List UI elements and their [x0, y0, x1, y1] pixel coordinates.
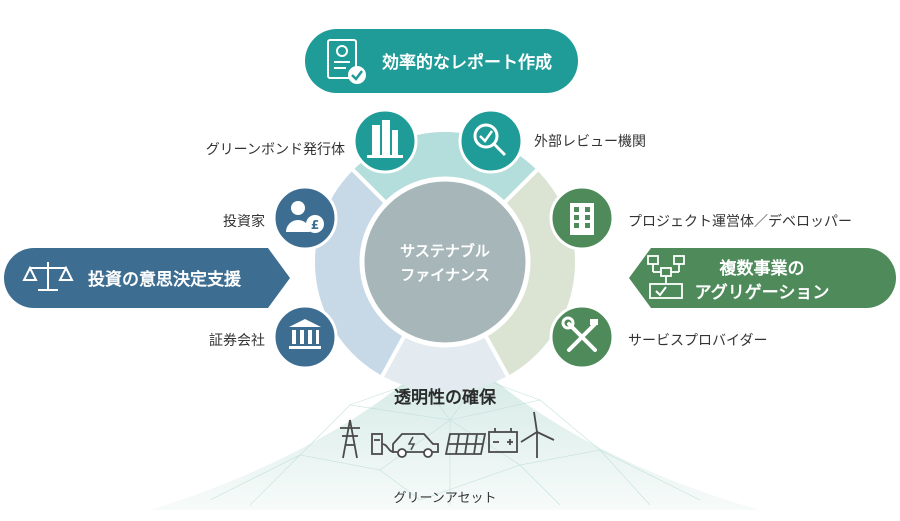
office-building-icon	[570, 203, 594, 235]
bank-icon	[289, 319, 321, 349]
investor-label: 投資家	[223, 214, 265, 230]
power-tower-icon	[340, 419, 360, 459]
green-asset-label: グリーンアセット	[393, 491, 497, 506]
center-circle	[359, 176, 531, 348]
mountain-mesh	[209, 377, 701, 506]
securities-node	[272, 304, 338, 370]
center-title-line1: サステナブル	[400, 242, 490, 260]
investor-pound-icon: £	[286, 201, 324, 233]
investment-decision-label: 投資の意思決定支援	[88, 269, 242, 290]
battery-icon	[488, 428, 518, 453]
green-asset-icons	[340, 411, 555, 459]
external-review-label: 外部レビュー機関	[534, 134, 646, 150]
electric-car-icon	[392, 433, 439, 458]
investor-node: £	[272, 185, 338, 251]
aggregation-label-line1: 複数事業の	[719, 258, 805, 279]
wind-turbine-icon	[520, 411, 555, 458]
securities-label: 証券会社	[209, 333, 265, 349]
flowchart-icon	[647, 255, 685, 299]
project-operator-label: プロジェクト運営体／デベロッパー	[628, 214, 852, 230]
report-check-icon	[327, 39, 366, 84]
project-operator-node	[549, 185, 615, 251]
magnifier-check-icon	[473, 123, 507, 157]
solar-panel-icon	[444, 433, 487, 455]
green-asset-mountain	[150, 345, 760, 510]
svg-text:£: £	[311, 218, 319, 232]
tools-icon	[561, 316, 598, 352]
center-title-line2: ファイナンス	[400, 266, 489, 284]
investment-decision-banner: 投資の意思決定支援	[4, 248, 290, 308]
green-bond-issuer-node	[352, 108, 418, 174]
building-icon	[367, 120, 403, 158]
aggregation-banner: 複数事業の アグリゲーション	[629, 248, 896, 308]
service-provider-label: サービスプロバイダー	[628, 333, 768, 349]
external-review-node	[458, 108, 524, 174]
efficient-reporting-label: 効率的なレポート作成	[382, 52, 552, 73]
transparency-label: 透明性の確保	[394, 387, 497, 408]
service-provider-node	[549, 304, 615, 370]
scales-icon	[22, 262, 74, 291]
green-bond-issuer-label: グリーンボンド発行体	[205, 142, 345, 158]
aggregation-label-line2: アグリゲーション	[695, 282, 830, 303]
efficient-reporting-banner: 効率的なレポート作成	[305, 29, 578, 93]
